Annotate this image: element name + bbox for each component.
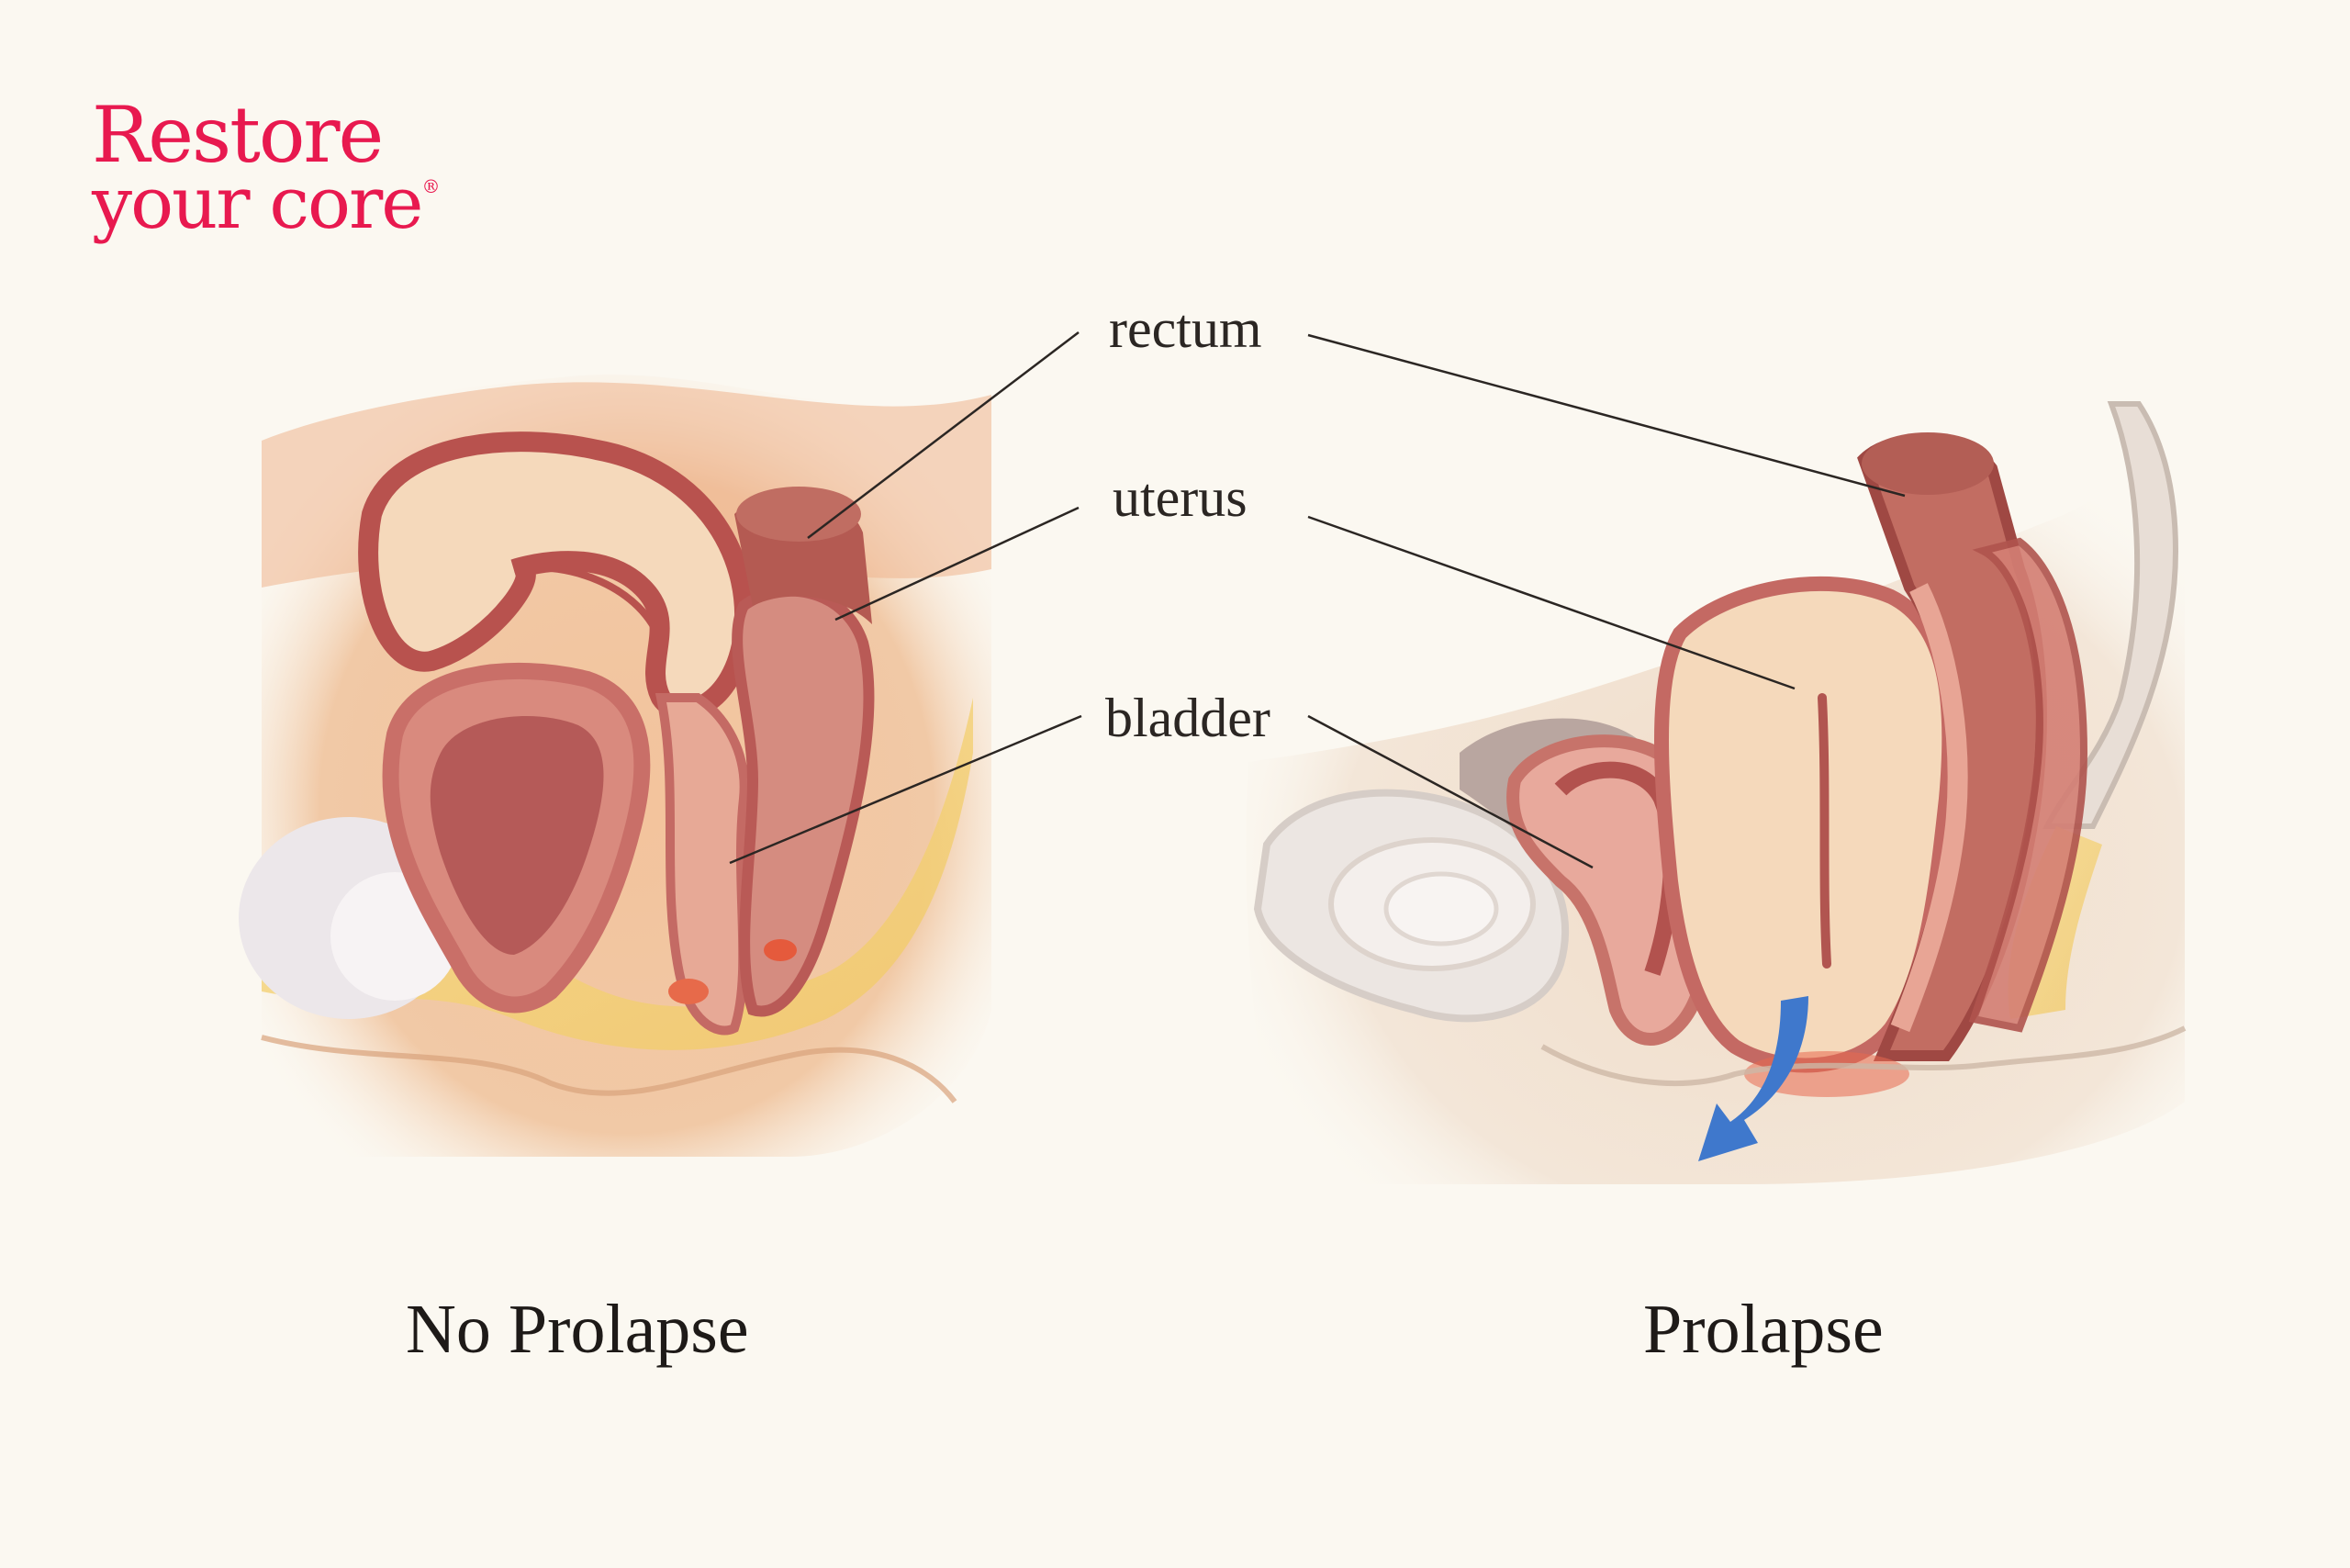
logo-line1: Restore [92, 90, 384, 180]
registered-mark: ® [421, 175, 441, 197]
leader-lines [729, 331, 1906, 869]
label-bladder: bladder [1105, 688, 1270, 748]
caption-prolapse: Prolapse [1643, 1291, 1884, 1368]
caption-no-prolapse: No Prolapse [406, 1291, 749, 1368]
logo-line2-text: your core [92, 162, 423, 245]
downward-arrow-icon [1698, 996, 1808, 1161]
brand-logo: Restore your core® [92, 96, 440, 240]
label-rectum: rectum [1109, 298, 1262, 359]
prolapse-illustration [1246, 395, 2187, 1184]
no-prolapse-illustration [239, 374, 991, 1157]
logo-line2: your core® [92, 168, 440, 240]
label-uterus: uterus [1113, 467, 1248, 528]
